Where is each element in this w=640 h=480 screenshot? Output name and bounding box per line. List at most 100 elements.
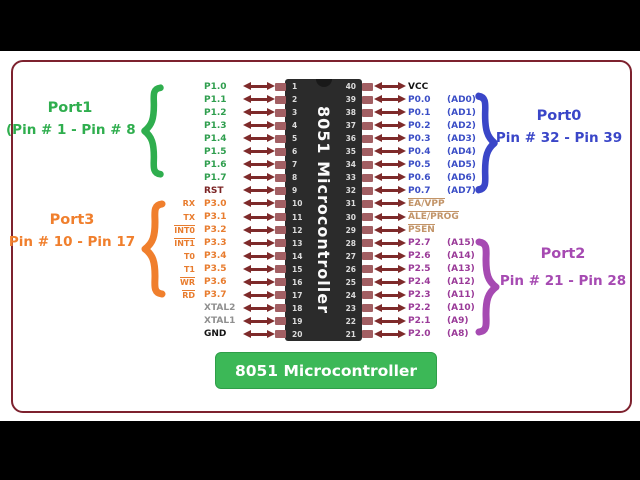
pin-number: 31: [345, 199, 356, 209]
pin-label: P0.2: [408, 120, 431, 131]
pin-address-label: (A9): [447, 316, 469, 327]
double-arrow-icon: [374, 82, 406, 90]
pin-row-29: 29 PSEN: [338, 224, 513, 237]
double-arrow-icon: [243, 238, 275, 247]
double-arrow-icon: [243, 160, 275, 169]
pin-number: 34: [345, 160, 356, 170]
double-arrow-icon: [243, 108, 275, 117]
double-arrow-icon: [243, 290, 275, 299]
pin-label: P3.7: [204, 290, 227, 301]
pin-label: P3.3: [204, 238, 227, 249]
port0-annotation: Port0 Pin # 32 - Pin 39: [492, 109, 626, 145]
pin-number: 17: [292, 290, 303, 300]
port1-brace-icon: [141, 84, 164, 178]
pin-stub: [362, 239, 373, 248]
pin-stub: [275, 304, 286, 313]
pin-stub: [362, 108, 373, 117]
double-arrow-icon: [243, 316, 275, 325]
pin-label: P3.2: [204, 225, 227, 236]
pin-label: P3.6: [204, 277, 227, 288]
pin-stub: [275, 121, 286, 130]
double-arrow-icon: [374, 186, 406, 195]
pin-label: P1.2: [204, 107, 227, 118]
pin-label: P2.7: [408, 238, 431, 249]
pin-stub: [362, 147, 373, 156]
port3-brace-icon: [141, 200, 166, 298]
pin-number: 29: [345, 225, 356, 235]
pin-stub: [362, 317, 373, 326]
port1-title: Port1: [47, 100, 93, 116]
double-arrow-icon: [374, 225, 406, 234]
double-arrow-icon: [374, 134, 406, 143]
pin-number: 37: [345, 121, 356, 131]
pin-alt-function-label: WR: [180, 276, 195, 287]
pin-stub: [275, 108, 286, 117]
double-arrow-icon: [374, 121, 406, 130]
pin-stub: [275, 95, 286, 104]
pin-number: 7: [292, 160, 298, 170]
pin-label: P0.3: [408, 133, 431, 144]
pin-alt-function-label: T1: [183, 264, 195, 274]
port0-brace-icon: [475, 92, 498, 194]
pin-number: 40: [345, 82, 356, 91]
pin-number: 12: [292, 225, 303, 235]
pin-number: 10: [292, 199, 303, 209]
double-arrow-icon: [374, 264, 406, 273]
pin-alt-function-label: TX: [183, 212, 195, 222]
pin-label: P2.0: [408, 329, 431, 340]
pin-address-label: (A11): [447, 290, 475, 301]
double-arrow-icon: [374, 95, 406, 104]
pin-number: 14: [292, 251, 303, 261]
pin-alt-function-label: RD: [182, 289, 195, 300]
pin-number: 26: [345, 264, 356, 274]
pin-label: P1.6: [204, 159, 227, 170]
pin-stub: [275, 213, 286, 221]
pin-label: P2.3: [408, 290, 431, 301]
double-arrow-icon: [374, 316, 406, 325]
double-arrow-icon: [243, 186, 275, 195]
pin-number: 3: [292, 108, 298, 118]
double-arrow-icon: [243, 199, 275, 208]
pin-stub: [275, 134, 286, 143]
pin-address-label: (A10): [447, 303, 475, 314]
pin-label: ALE/PROG: [408, 211, 459, 223]
pin-number: 18: [292, 303, 303, 313]
pin-row-17: RD P3.7 17: [150, 289, 335, 302]
pin-number: 8: [292, 173, 298, 183]
pin-stub: [275, 291, 286, 300]
pin-number: 5: [292, 134, 298, 144]
port2-brace-icon: [475, 238, 500, 336]
pin-number: 33: [345, 173, 356, 183]
pin-number: 1: [292, 82, 298, 91]
pin-label: P2.6: [408, 251, 431, 262]
pin-number: 19: [292, 316, 303, 326]
double-arrow-icon: [374, 212, 406, 221]
pin-label: PSEN: [408, 224, 435, 236]
pin-label: EA/VPP: [408, 197, 445, 209]
double-arrow-icon: [374, 290, 406, 299]
microcontroller-button[interactable]: 8051 Microcontroller: [215, 352, 437, 389]
pin-stub: [275, 173, 286, 182]
pin-label: P0.7: [408, 185, 431, 196]
pin-alt-function-label: INT0: [174, 224, 195, 235]
pin-label: P1.3: [204, 120, 227, 131]
pin-stub: [275, 278, 286, 287]
double-arrow-icon: [243, 225, 275, 234]
pin-stub: [275, 186, 286, 195]
pin-stub: [362, 330, 373, 339]
pin-stub: [362, 173, 373, 182]
pin-stub: [362, 82, 373, 91]
pin-stub: [362, 226, 373, 235]
pin-number: 9: [292, 186, 298, 196]
pin-label: VCC: [408, 81, 429, 92]
pin-number: 6: [292, 147, 298, 157]
pin-label: P2.1: [408, 316, 431, 327]
pin-label: P3.1: [204, 212, 227, 222]
